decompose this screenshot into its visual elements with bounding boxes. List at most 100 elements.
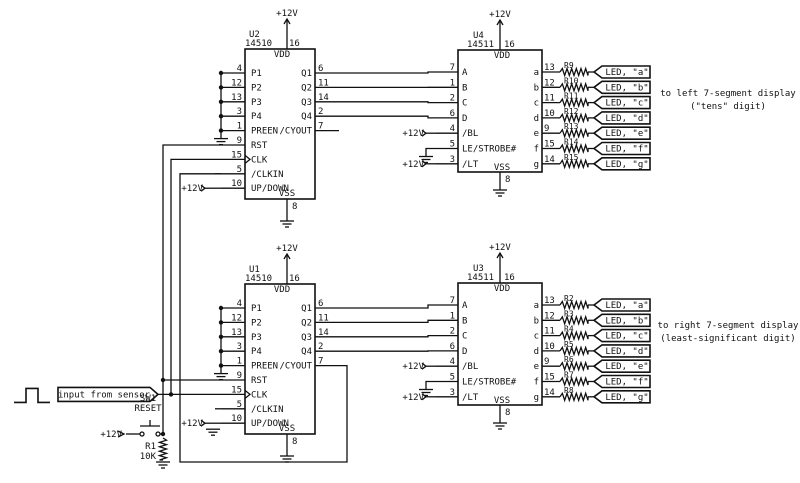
u3-vdd-label: VDD (494, 284, 510, 294)
u1-ref: U1 (249, 265, 260, 275)
u2-pin-name: P4 (251, 112, 262, 122)
u4-resistor-ref: R10 (564, 76, 579, 85)
u1-pin-num: 6 (318, 299, 323, 309)
u3-pin-num: 3 (450, 388, 455, 398)
led-connector-flag (592, 95, 651, 110)
led-connector-label: LED, "b" (605, 316, 648, 326)
u1-q-bus (339, 319, 436, 324)
u3-resistor-ref: R4 (564, 325, 574, 334)
u3-ref: U3 (473, 264, 484, 274)
u1-pin-num: 11 (318, 313, 329, 323)
u2-vss-pin: 8 (292, 202, 297, 212)
u3-pin-num: 1 (450, 311, 455, 321)
u1-pin-num: 10 (231, 414, 242, 424)
u3-pin-num: 14 (544, 388, 555, 398)
u1-part: 14510 (245, 274, 272, 284)
u4-led-c: LED, "c" (592, 95, 651, 110)
u1-vcc: +12V (276, 244, 298, 284)
u1-preset-dot (218, 349, 224, 354)
u4-segment-resistor (559, 97, 589, 109)
u3-led-g: LED, "g" (592, 390, 651, 404)
u3-lt-vcc: +12V (402, 393, 424, 403)
u2-part: 14510 (245, 39, 272, 49)
u3-pin-name: d (534, 347, 539, 357)
u4-pin-name: f (534, 145, 539, 155)
u3-led-d: LED, "d" (592, 344, 651, 358)
u3-segment-resistor (559, 299, 589, 311)
u4-part: 14511 (467, 40, 494, 50)
u4-pin-num: 15 (544, 140, 555, 150)
u3-ground (493, 422, 507, 430)
u4-resistor-ref: R14 (564, 138, 579, 147)
u4-segment-resistor (559, 158, 589, 170)
u1-preset-dot (218, 363, 224, 368)
reset-junction (160, 377, 166, 383)
u3-pin-name: /BL (462, 362, 478, 372)
u4-pin-num: 9 (544, 124, 549, 134)
u3-pin-num: 9 (544, 357, 549, 367)
u4-ground (493, 189, 507, 197)
u1-preset-dot (218, 334, 224, 339)
r1-value: 10K (140, 452, 157, 462)
note-bottom-line2: (least-significant digit) (660, 334, 795, 344)
u3-led-a: LED, "a" (592, 298, 651, 312)
u3-pin-num: 6 (450, 342, 455, 352)
u2-pin-num: 9 (237, 136, 242, 146)
u4-pin-name: b (534, 83, 539, 93)
u1-pin-name: Q2 (301, 318, 312, 328)
u3-pin-num: 13 (544, 296, 555, 306)
u4-segment-resistor (559, 142, 589, 155)
vcc-arrow (283, 252, 291, 260)
u3-bl-arrow (421, 362, 428, 370)
u3-segment-resistor (559, 345, 589, 357)
u4-pin-num: 1 (450, 78, 455, 88)
u4-led-f: LED, "f" (592, 141, 651, 156)
u2-pin-name: /CLKIN (251, 170, 284, 180)
u2-pin-num: 1 (237, 122, 242, 132)
u3-pin-name: b (534, 316, 539, 326)
u2-pin-num: 2 (318, 107, 323, 117)
u2-preset-dot (218, 99, 224, 105)
u3-led-c: LED, "c" (592, 328, 651, 343)
sw1-contact (139, 431, 145, 437)
u4-pin-num: 7 (450, 63, 455, 73)
u4-pin-num: 5 (450, 140, 455, 150)
u2-pin-num: 6 (318, 64, 323, 74)
u3-segment-resistor (559, 330, 589, 342)
u4-pin-name: d (534, 114, 539, 124)
led-connector-label: LED, "e" (605, 129, 648, 139)
u3-segment-resistor (559, 391, 589, 403)
u3-pin-name: f (534, 378, 539, 388)
u3-resistor-ref: R5 (564, 340, 574, 349)
u4-pin-num: 4 (450, 124, 455, 134)
led-connector-label: LED, "b" (605, 83, 648, 93)
u3-resistor-ref: R6 (564, 355, 574, 364)
u1-pin-num: 15 (231, 385, 242, 395)
u2-preset-ground (214, 137, 228, 146)
sw1-vcc: +12V (100, 430, 122, 440)
led-connector-flag (592, 157, 651, 171)
u1-vdd-label: VDD (274, 285, 290, 295)
u4-vdd-label: VDD (494, 51, 510, 61)
u3-segment-resistor (559, 375, 589, 388)
led-connector-label: LED, "f" (605, 378, 648, 388)
u2-preset-dot (218, 114, 224, 119)
input-connector-label: input from sensor (58, 390, 151, 400)
u1-pin-num: 1 (237, 357, 242, 367)
u4-le-tie (425, 147, 436, 157)
sw1-vcc-arrow (117, 430, 126, 438)
u4-vcc: +12V (489, 10, 511, 50)
u1-pin-name: Q1 (301, 304, 312, 314)
u4-resistor-ref: R13 (564, 122, 579, 131)
u2-pin-num: 5 (237, 165, 242, 175)
u4-resistor-ref: R9 (564, 61, 574, 70)
u3-pin-name: B (462, 316, 467, 326)
u4-resistor-ref: R11 (564, 92, 579, 101)
u3-pin-name: A (462, 301, 468, 311)
u3-pin-num: 11 (544, 327, 555, 337)
u1-pin-name: P4 (251, 347, 262, 357)
u4-pin-name: c (534, 99, 539, 109)
u2-pin-num: 15 (231, 150, 242, 160)
